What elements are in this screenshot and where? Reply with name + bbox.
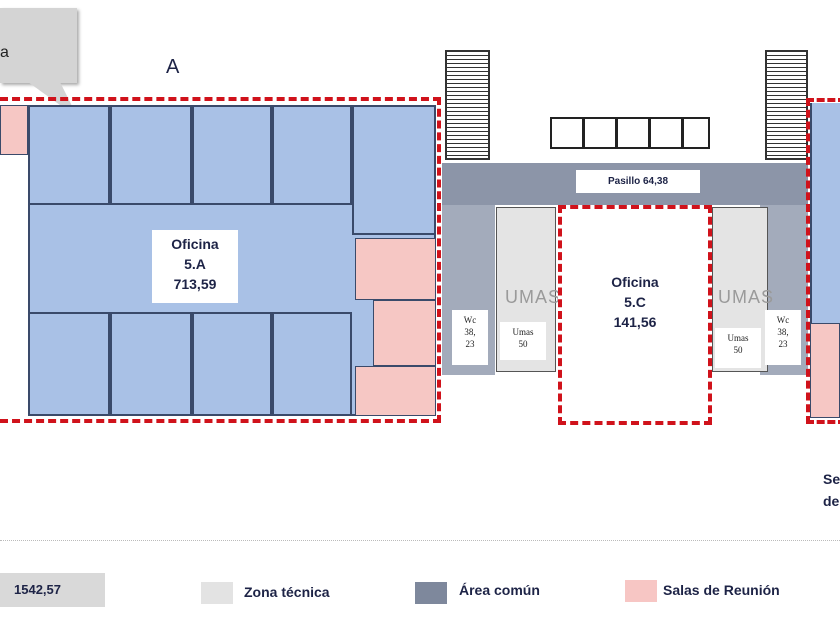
total-area-box: 1542,57 xyxy=(0,573,105,607)
office-5a-boundary xyxy=(0,97,441,423)
office-5c-label: Oficina 5.C 141,56 xyxy=(580,272,690,332)
right-partial-label: Se de xyxy=(823,468,840,512)
meeting-room xyxy=(355,366,436,416)
umas-watermark-right: UMAS xyxy=(718,287,775,307)
meeting-room-right xyxy=(810,323,840,418)
office-code: 5.A xyxy=(184,256,206,272)
room xyxy=(352,105,436,235)
office-title: Oficina xyxy=(171,236,219,252)
total-area: 1542,57 xyxy=(14,582,61,597)
room xyxy=(272,312,352,416)
wc-title: Wc xyxy=(776,315,790,325)
stairs-right xyxy=(765,50,808,160)
meeting-room xyxy=(373,300,436,366)
room xyxy=(28,105,110,205)
wc-right-label: Wc 38, 23 xyxy=(765,310,801,365)
legend-label-common: Área común xyxy=(459,582,540,598)
office-right-boundary xyxy=(806,98,840,424)
wc-area-2: 23 xyxy=(465,339,475,349)
umas-right-label: Umas 50 xyxy=(715,328,761,368)
office-area: 713,59 xyxy=(173,276,217,292)
callout: a xyxy=(0,8,77,83)
room xyxy=(192,312,272,416)
umas-title: Umas xyxy=(727,333,749,343)
office-right-area[interactable] xyxy=(810,103,840,323)
wc-area-2: 23 xyxy=(778,339,788,349)
corridor-label: Pasillo 64,38 xyxy=(576,170,700,193)
legend-swatch-meeting xyxy=(625,580,657,602)
wc-left-label: Wc 38, 23 xyxy=(452,310,488,365)
elevators xyxy=(550,117,710,149)
room xyxy=(28,312,110,416)
room xyxy=(110,105,192,205)
divider xyxy=(0,540,840,541)
umas-watermark-left: UMAS xyxy=(505,287,562,307)
legend-swatch-technical xyxy=(201,582,233,604)
wc-area-1: 38, xyxy=(464,327,476,337)
legend-label-technical: Zona técnica xyxy=(244,584,330,600)
block-label: A xyxy=(166,56,180,78)
meeting-room-topleft xyxy=(0,105,28,155)
right-label-line2: de xyxy=(823,493,840,509)
room xyxy=(110,312,192,416)
legend-label-meeting: Salas de Reunión xyxy=(663,582,780,598)
wc-area-1: 38, xyxy=(777,327,789,337)
umas-left-label: Umas 50 xyxy=(500,322,546,360)
stairs-left xyxy=(445,50,490,160)
office-5a-label: Oficina 5.A 713,59 xyxy=(152,230,238,303)
right-label-line1: Se xyxy=(823,471,840,487)
legend-swatch-common xyxy=(415,582,447,604)
umas-value: 50 xyxy=(733,345,743,355)
meeting-room xyxy=(355,238,436,300)
callout-text: a xyxy=(0,44,9,61)
office-title: Oficina xyxy=(611,274,659,290)
umas-value: 50 xyxy=(518,339,528,349)
office-5c-boundary xyxy=(558,205,712,425)
room xyxy=(272,105,352,205)
office-code: 5.C xyxy=(624,294,646,310)
office-area: 141,56 xyxy=(613,314,657,330)
umas-title: Umas xyxy=(512,327,534,337)
wc-title: Wc xyxy=(463,315,477,325)
room xyxy=(192,105,272,205)
